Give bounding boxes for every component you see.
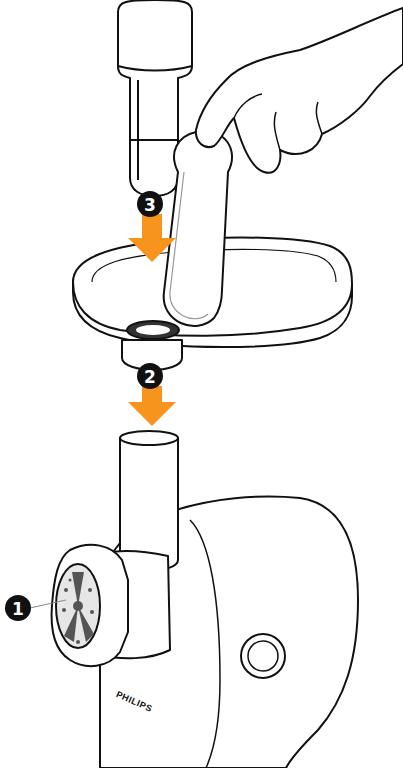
hand xyxy=(196,8,403,173)
callout-number: 3 xyxy=(144,197,156,214)
tamper-edge xyxy=(170,172,208,319)
housing-edge xyxy=(190,520,220,768)
hand-detail xyxy=(234,94,322,150)
tray-hole xyxy=(127,321,179,339)
callout-number: 1 xyxy=(12,601,24,618)
assembly-arrow xyxy=(128,386,176,426)
tray-hole-inner xyxy=(136,325,170,335)
ring-nut xyxy=(52,545,128,666)
tamper xyxy=(164,131,232,326)
callout-disc xyxy=(5,595,31,621)
power-button xyxy=(241,634,285,678)
feed-tube-top xyxy=(120,431,178,445)
cutting-plate xyxy=(56,564,100,648)
assembly-arrow xyxy=(128,214,176,262)
callout-number: 2 xyxy=(144,369,156,386)
blade-pattern xyxy=(62,572,94,644)
power-button-inner xyxy=(248,641,278,671)
callout-disc xyxy=(137,363,163,389)
leader-line xyxy=(30,600,66,608)
callout-disc xyxy=(137,191,163,217)
